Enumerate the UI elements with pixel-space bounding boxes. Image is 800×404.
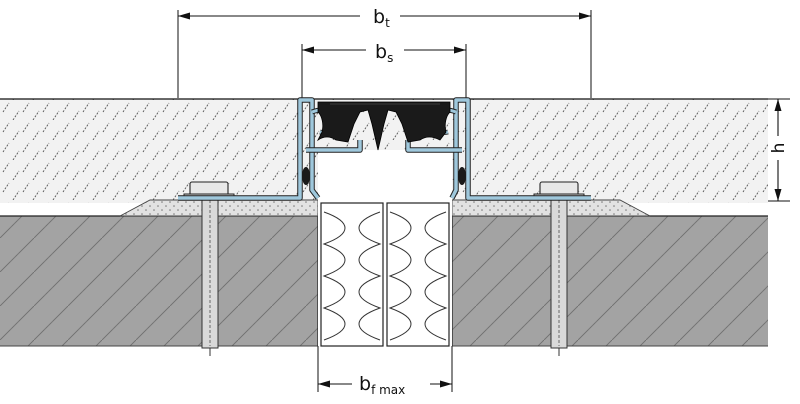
dimension-h: h	[765, 98, 790, 202]
concrete-slab	[0, 200, 768, 347]
dimension-bt: bt	[177, 6, 592, 98]
dimension-label-bfmax: bf max	[359, 373, 405, 397]
dimension-label-bt: bt	[373, 6, 390, 30]
dimension-bs: bs	[301, 41, 467, 98]
dimension-bfmax: bf max	[317, 346, 453, 397]
dimension-label-h: h	[769, 143, 789, 154]
insulation-filler	[320, 202, 450, 347]
rubber-insert	[316, 101, 451, 151]
dimension-label-bs: bs	[375, 41, 393, 65]
